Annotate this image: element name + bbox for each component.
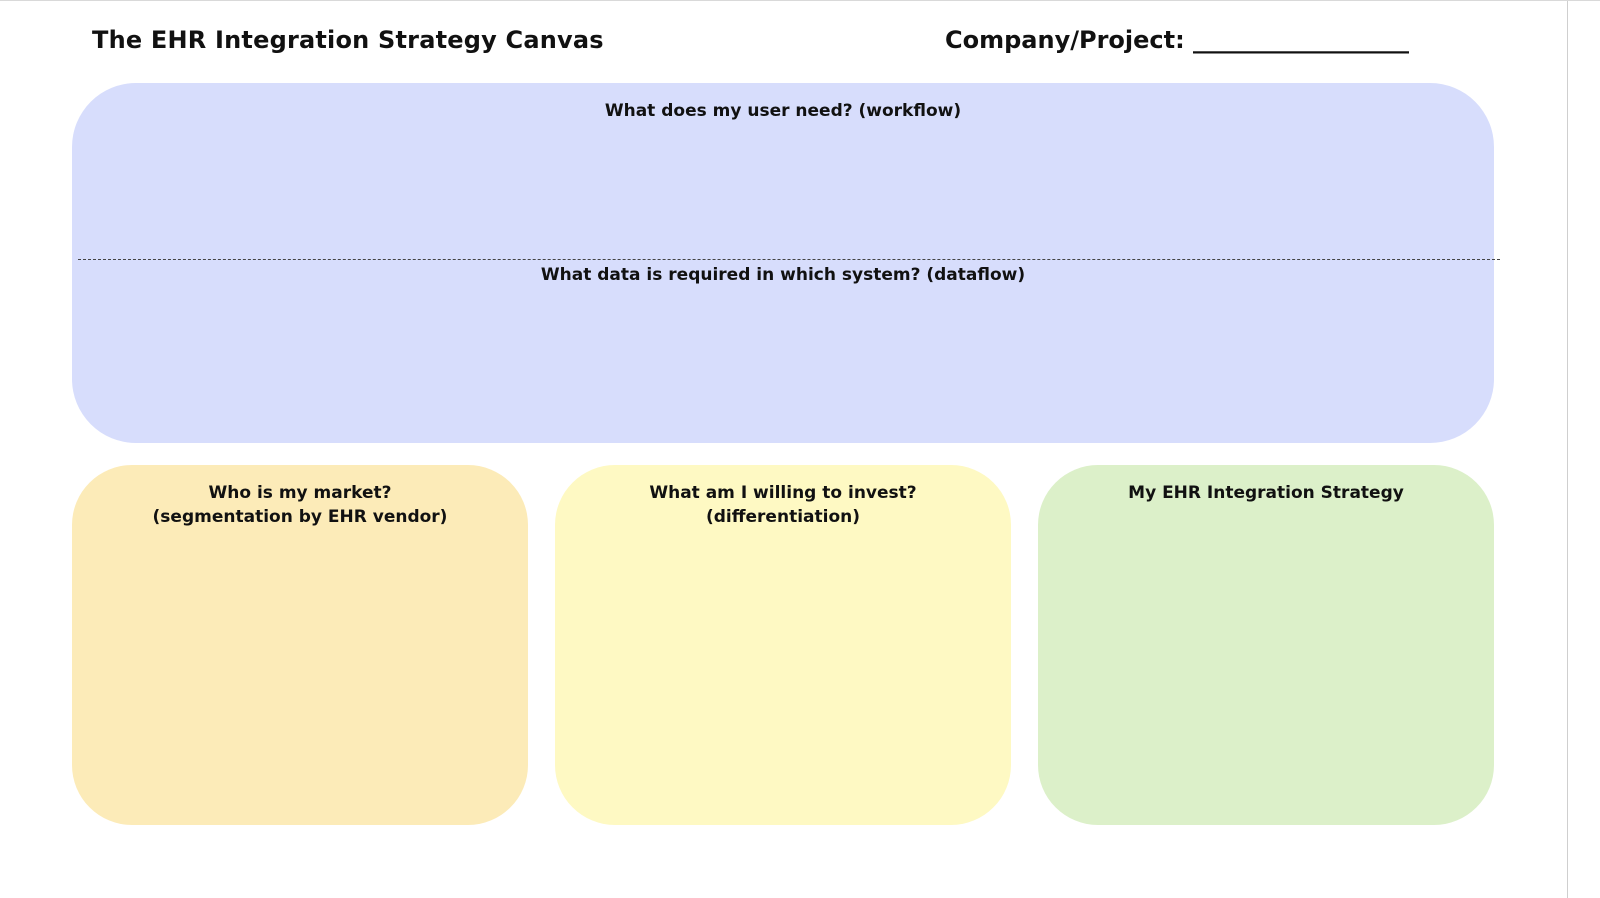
page-title: The EHR Integration Strategy Canvas xyxy=(92,26,604,54)
page-edge-divider xyxy=(1567,1,1568,898)
market-heading: Who is my market? (segmentation by EHR v… xyxy=(72,481,528,529)
invest-heading: What am I willing to invest? (differenti… xyxy=(555,481,1011,529)
strategy-heading: My EHR Integration Strategy xyxy=(1038,481,1494,505)
invest-panel: What am I willing to invest? (differenti… xyxy=(555,465,1011,825)
strategy-panel: My EHR Integration Strategy xyxy=(1038,465,1494,825)
invest-heading-line2: (differentiation) xyxy=(705,507,860,527)
workflow-heading: What does my user need? (workflow) xyxy=(604,101,962,121)
dataflow-heading: What data is required in which system? (… xyxy=(540,265,1026,285)
dashed-divider xyxy=(78,259,1500,260)
market-heading-line2: (segmentation by EHR vendor) xyxy=(152,507,448,527)
company-project-field: Company/Project: __________________ xyxy=(945,26,1410,54)
invest-heading-line1: What am I willing to invest? xyxy=(649,483,917,503)
strategy-heading-line1: My EHR Integration Strategy xyxy=(1128,483,1404,503)
market-heading-line1: Who is my market? xyxy=(208,483,392,503)
workflow-dataflow-panel: What does my user need? (workflow) What … xyxy=(72,83,1500,443)
market-panel: Who is my market? (segmentation by EHR v… xyxy=(72,465,528,825)
